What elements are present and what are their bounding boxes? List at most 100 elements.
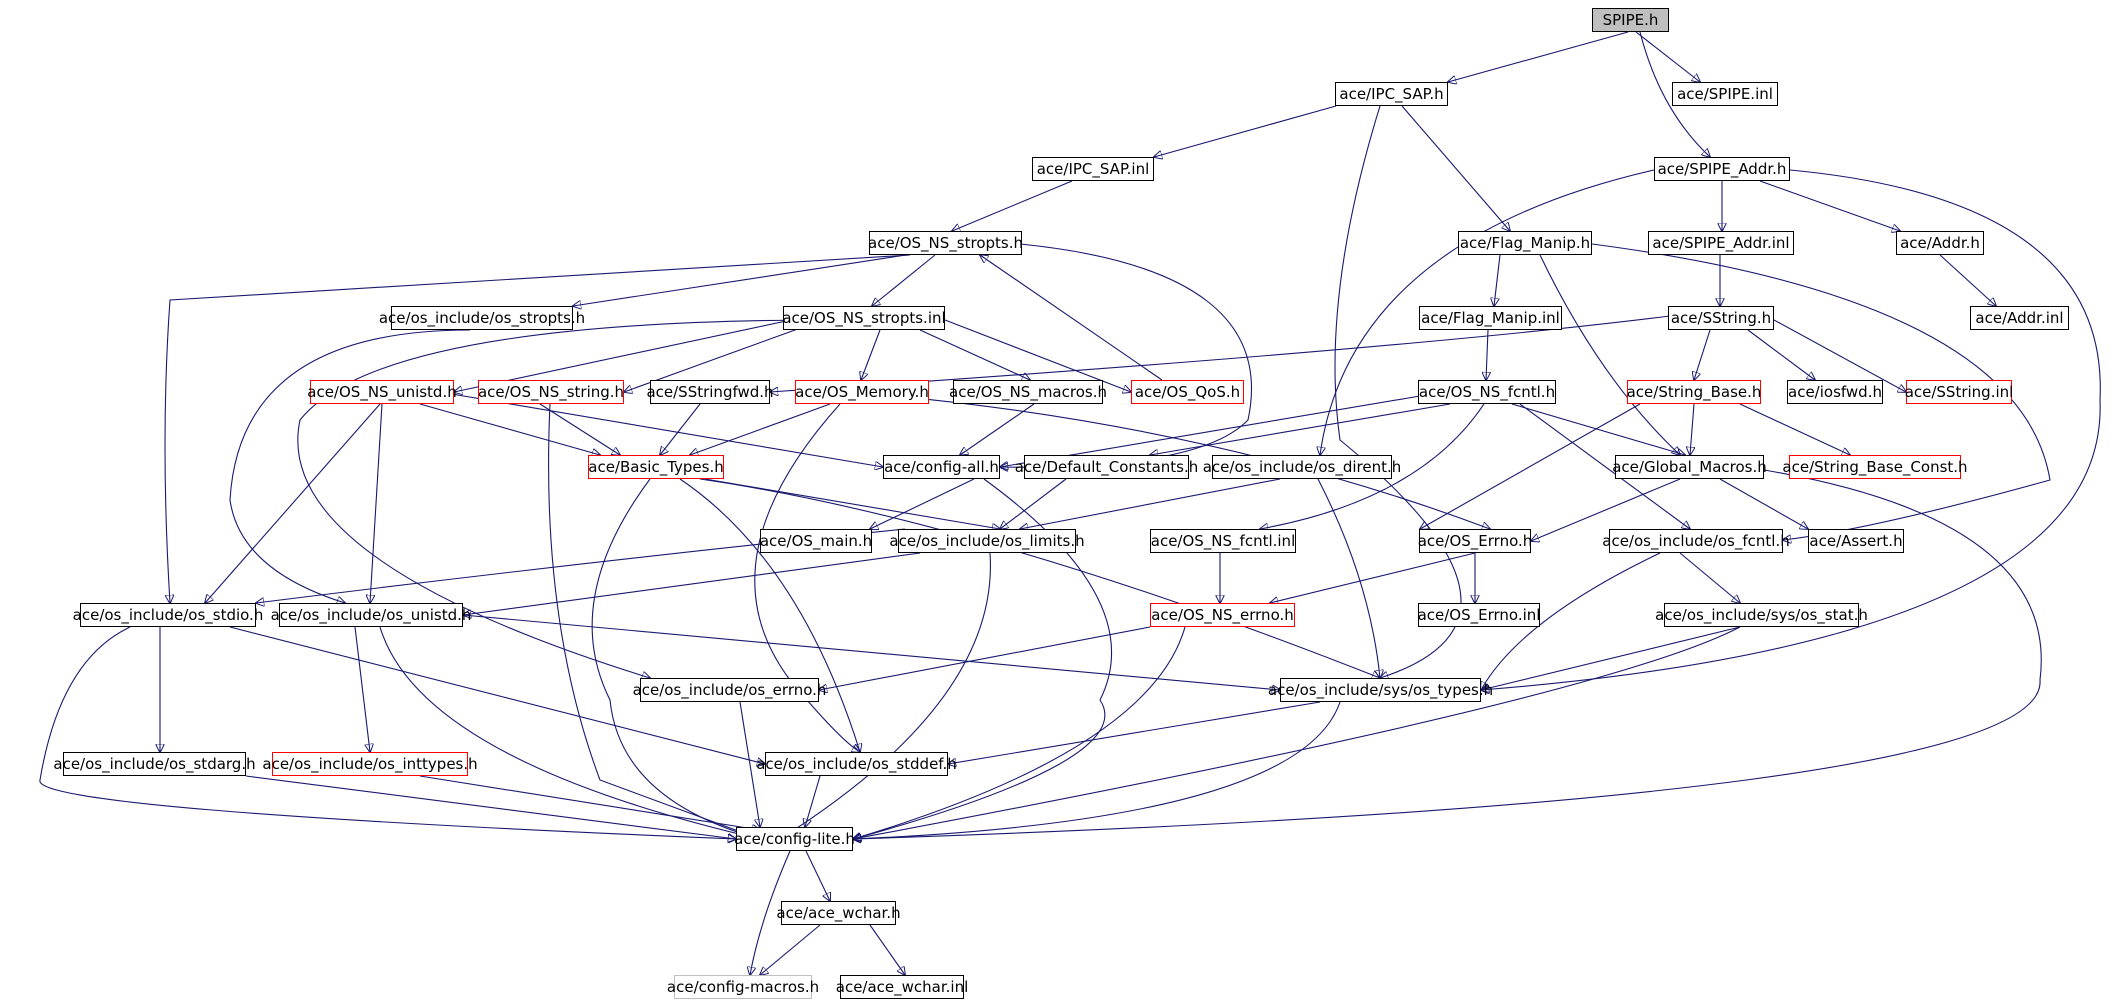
dependency-edge xyxy=(1448,31,1629,82)
node-string-base-h[interactable]: ace/String_Base.h xyxy=(1627,380,1761,404)
node-os-include-sys-os-types-h[interactable]: ace/os_include/sys/os_types.h xyxy=(1268,678,1493,702)
node-global-macros-h[interactable]: ace/Global_Macros.h xyxy=(1612,455,1767,479)
node-os-include-os-fcntl-h[interactable]: ace/os_include/os_fcntl.h xyxy=(1602,529,1790,553)
node-sstringfwd-h[interactable]: ace/SStringfwd.h xyxy=(646,380,774,404)
dependency-edge xyxy=(591,478,760,839)
node-os-include-os-dirent-h[interactable]: ace/os_include/os_dirent.h xyxy=(1203,455,1401,479)
dependency-edge xyxy=(1401,105,1510,231)
dependency-edge xyxy=(539,403,620,455)
node-os-errno-h[interactable]: ace/OS_Errno.h xyxy=(1418,529,1532,553)
dependency-edge xyxy=(1494,254,1501,306)
node-os-ns-fcntl-h[interactable]: ace/OS_NS_fcntl.h xyxy=(1418,380,1556,404)
dependency-edge xyxy=(1481,552,1661,690)
dependency-edge xyxy=(739,701,760,827)
dependency-edge xyxy=(853,701,1341,839)
node-os-include-os-unistd-h[interactable]: ace/os_include/os_unistd.h xyxy=(271,603,471,627)
node-os-ns-unistd-h[interactable]: ace/OS_NS_unistd.h xyxy=(307,380,457,404)
node-os-include-sys-os-stat-h[interactable]: ace/os_include/sys/os_stat.h xyxy=(1655,603,1868,627)
dependency-edge xyxy=(872,254,936,306)
node-ipc-sap-h[interactable]: ace/IPC_SAP.h xyxy=(1335,82,1448,106)
node-spipe-addr-inl[interactable]: ace/SPIPE_Addr.inl xyxy=(1648,231,1794,255)
node-os-include-os-inttypes-h[interactable]: ace/os_include/os_inttypes.h xyxy=(262,752,478,776)
node-os-ns-stropts-inl[interactable]: ace/OS_NS_stropts.inl xyxy=(782,306,946,330)
dependency-edge xyxy=(1519,403,1690,529)
dependency-edge xyxy=(853,626,1741,839)
dependency-edge xyxy=(370,403,383,603)
node-os-errno-inl[interactable]: ace/OS_Errno.inl xyxy=(1418,603,1540,627)
dependency-edge xyxy=(1020,478,1281,529)
dependency-edge xyxy=(805,775,821,827)
node-os-ns-errno-h[interactable]: ace/OS_NS_errno.h xyxy=(1150,603,1295,627)
node-iosfwd-h[interactable]: ace/iosfwd.h xyxy=(1787,380,1883,404)
node-spipe-addr-h[interactable]: ace/SPIPE_Addr.h xyxy=(1654,157,1790,181)
node-config-lite-h[interactable]: ace/config-lite.h xyxy=(734,827,855,851)
dependency-edge xyxy=(1591,243,2051,540)
dependency-edge xyxy=(679,478,860,752)
node-os-include-os-stdio-h[interactable]: ace/os_include/os_stdio.h xyxy=(73,603,263,627)
node-addr-h[interactable]: ace/Addr.h xyxy=(1896,231,1984,255)
node-os-ns-stropts-h[interactable]: ace/OS_NS_stropts.h xyxy=(868,231,1023,255)
dependency-edge xyxy=(1747,329,1815,380)
node-sstring-h[interactable]: ace/SString.h xyxy=(1668,306,1774,330)
node-os-ns-macros-h[interactable]: ace/OS_NS_macros.h xyxy=(949,380,1107,404)
dependency-edge xyxy=(1260,403,1485,529)
dependency-edge xyxy=(1320,169,1655,455)
dependency-edge xyxy=(980,255,1163,381)
node-basic-types-h[interactable]: ace/Basic_Types.h xyxy=(588,455,724,479)
dependency-edge xyxy=(805,850,830,901)
node-config-macros-h[interactable]: ace/config-macros.h xyxy=(667,975,819,999)
dependency-edge xyxy=(1759,180,1900,231)
dependency-edge xyxy=(245,775,736,839)
dependency-edge xyxy=(869,924,905,975)
node-assert-h[interactable]: ace/Assert.h xyxy=(1808,529,1904,553)
node-os-include-os-stropts-h[interactable]: ace/os_include/os_stropts.h xyxy=(379,306,585,330)
dependency-edge xyxy=(754,403,860,752)
dependency-edge xyxy=(1679,552,1740,603)
dependency-edge xyxy=(205,403,381,603)
dependency-edge xyxy=(1420,403,1641,529)
dependency-edge xyxy=(1719,478,1808,529)
dependency-edge xyxy=(1486,329,1488,380)
node-ace-wchar-inl[interactable]: ace/ace_wchar.inl xyxy=(836,975,968,999)
node-spipe-inl[interactable]: ace/SPIPE.inl xyxy=(1672,82,1778,106)
node-string-base-const-h[interactable]: ace/String_Base_Const.h xyxy=(1782,455,1968,479)
dependency-edge xyxy=(948,701,1321,764)
dependency-edge xyxy=(229,329,471,603)
node-flag-manip-h[interactable]: ace/Flag_Manip.h xyxy=(1458,231,1592,255)
node-os-qos-h[interactable]: ace/OS_QoS.h xyxy=(1131,380,1244,404)
dependency-edge xyxy=(419,403,600,455)
dependency-edge xyxy=(1317,478,1380,678)
dependency-edge xyxy=(919,329,1030,380)
node-os-include-os-limits-h[interactable]: ace/os_include/os_limits.h xyxy=(889,529,1085,553)
node-spipe-h[interactable]: SPIPE.h xyxy=(1592,8,1669,32)
node-os-include-os-errno-h[interactable]: ace/os_include/os_errno.h xyxy=(633,678,826,702)
node-os-memory-h[interactable]: ace/OS_Memory.h xyxy=(795,380,929,404)
dependency-edge xyxy=(1773,319,1906,392)
dependency-edge xyxy=(690,403,831,455)
dependency-edge xyxy=(853,478,1113,839)
node-addr-inl[interactable]: ace/Addr.inl xyxy=(1970,306,2069,330)
dependency-edge xyxy=(1150,403,1451,455)
node-default-constants-h[interactable]: ace/Default_Constants.h xyxy=(1015,455,1198,479)
node-flag-manip-inl[interactable]: ace/Flag_Manip.inl xyxy=(1419,306,1562,330)
node-ipc-sap-inl[interactable]: ace/IPC_SAP.inl xyxy=(1032,157,1154,181)
dependency-edge xyxy=(463,552,921,615)
dependency-edge xyxy=(1334,105,1462,678)
dependency-edge xyxy=(1481,626,1741,690)
dependency-edge xyxy=(960,403,1035,455)
dependency-edge xyxy=(660,403,701,455)
dependency-edge xyxy=(849,391,1490,529)
node-ace-wchar-h[interactable]: ace/ace_wchar.h xyxy=(776,901,901,925)
node-os-ns-fcntl-inl[interactable]: ace/OS_NS_fcntl.inl xyxy=(1150,529,1296,553)
dependency-edge xyxy=(439,391,883,467)
node-os-include-os-stddef-h[interactable]: ace/os_include/os_stddef.h xyxy=(756,752,957,776)
dependency-edge xyxy=(164,254,911,603)
node-config-all-h[interactable]: ace/config-all.h xyxy=(883,455,1000,479)
dependency-edge xyxy=(297,319,831,678)
node-os-include-os-stdarg-h[interactable]: ace/os_include/os_stdarg.h xyxy=(53,752,256,776)
node-os-main-h[interactable]: ace/OS_main.h xyxy=(760,529,872,553)
node-os-ns-string-h[interactable]: ace/OS_NS_string.h xyxy=(478,380,624,404)
dependency-edge xyxy=(454,317,801,392)
dependency-edge xyxy=(952,180,1073,231)
node-sstring-inl[interactable]: ace/SString.inl xyxy=(1905,380,2013,404)
